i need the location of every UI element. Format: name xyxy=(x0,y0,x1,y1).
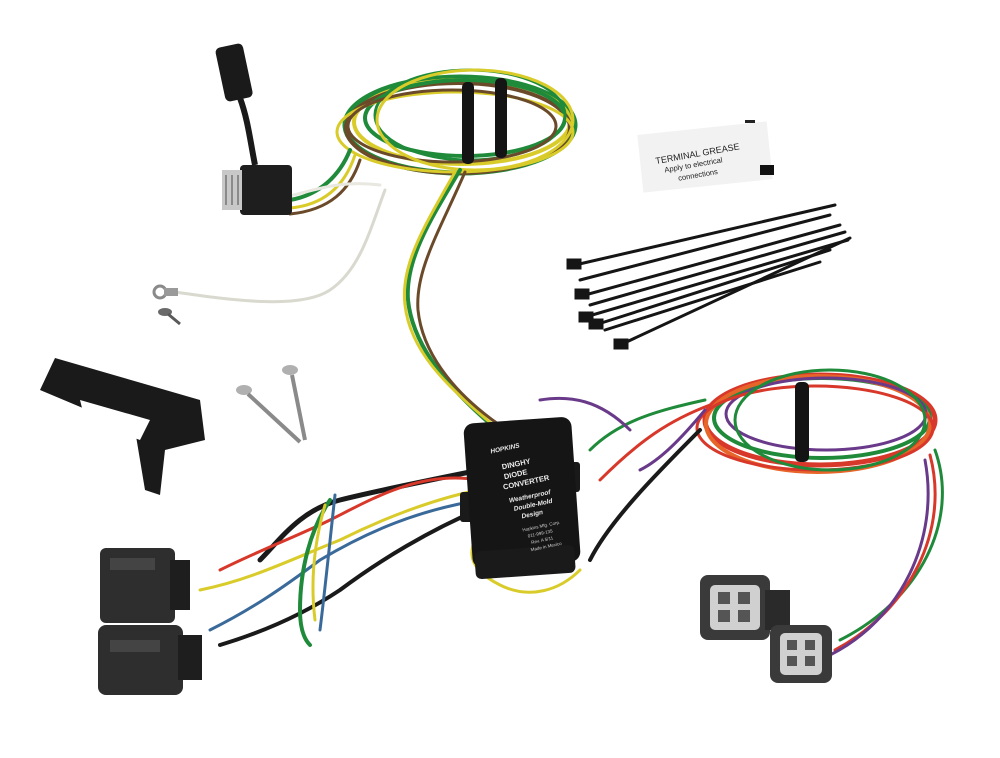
terminal-grease-packet: TERMINAL GREASE Apply to electrical conn… xyxy=(637,120,774,193)
top-wire-coil xyxy=(335,68,578,176)
right-harness-wires xyxy=(538,396,944,657)
left-connector-upper xyxy=(100,548,190,623)
converter-origin: Made in Mexico xyxy=(530,541,562,553)
clip-tool xyxy=(40,358,205,495)
left-connector-lower xyxy=(98,625,202,695)
small-screw xyxy=(158,308,181,326)
ring-terminal xyxy=(152,284,178,300)
converter-feature-3: Design xyxy=(521,509,544,520)
four-pole-connector xyxy=(215,43,292,215)
converter-part: 011-999-135 xyxy=(527,528,553,538)
screws xyxy=(236,365,307,444)
right-connector-small xyxy=(770,625,832,683)
right-wire-coil xyxy=(695,368,938,474)
left-harness-wires xyxy=(198,467,582,647)
converter-rev: Rev. A 5/11 xyxy=(531,535,554,545)
right-connector-large xyxy=(700,575,790,640)
diode-converter-module: HOPKINS DINGHY DIODE CONVERTER Weatherpr… xyxy=(460,417,581,580)
top-harness-wires xyxy=(173,148,500,426)
zip-ties xyxy=(566,203,852,350)
